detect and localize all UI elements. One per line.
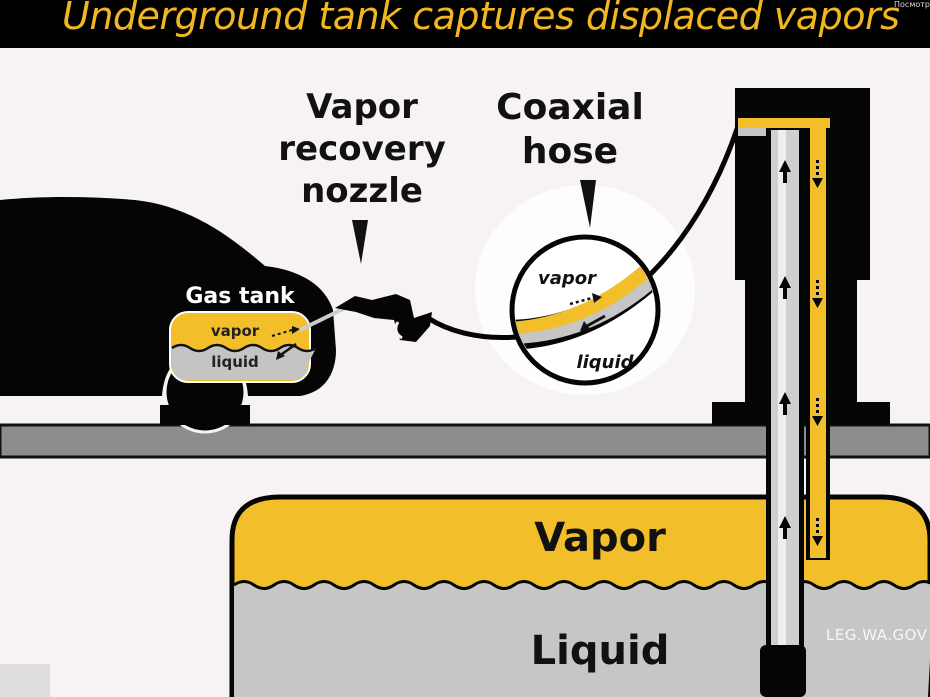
underground-tank — [229, 494, 930, 697]
label-hose-line-1: Coaxial — [496, 87, 644, 128]
pump-pipes — [738, 118, 830, 697]
car-wheel-bottom — [160, 405, 250, 425]
title-bar: Underground tank captures displaced vapo… — [0, 0, 930, 48]
player-strip — [0, 664, 50, 697]
source-watermark: LEG.WA.GOV — [826, 626, 928, 644]
vapor-recovery-nozzle — [335, 294, 432, 342]
corner-text: Посмотр — [894, 0, 930, 9]
label-nozzle-line-3: nozzle — [301, 171, 423, 211]
label-tank-vapor: vapor — [210, 322, 260, 340]
label-coaxial-hose: Coaxial hose — [490, 86, 650, 174]
label-tank-liquid: liquid — [211, 353, 259, 371]
car-gas-tank — [169, 311, 317, 383]
label-nozzle-line-1: Vapor — [306, 87, 418, 127]
label-hose-vapor: vapor — [537, 268, 596, 289]
nozzle-pointer — [352, 220, 368, 264]
label-underground-liquid: Liquid — [530, 628, 670, 674]
label-hose-liquid: liquid — [576, 352, 634, 373]
diagram-title: Underground tank captures displaced vapo… — [62, 0, 900, 38]
label-gas-tank: Gas tank — [185, 284, 295, 309]
hose-pointer — [580, 180, 596, 228]
label-nozzle-line-2: recovery — [278, 129, 446, 169]
label-hose-line-2: hose — [521, 131, 619, 172]
label-underground-vapor: Vapor — [534, 515, 666, 561]
filler-pipe — [299, 306, 346, 332]
label-vapor-recovery-nozzle: Vapor recovery nozzle — [262, 86, 462, 212]
